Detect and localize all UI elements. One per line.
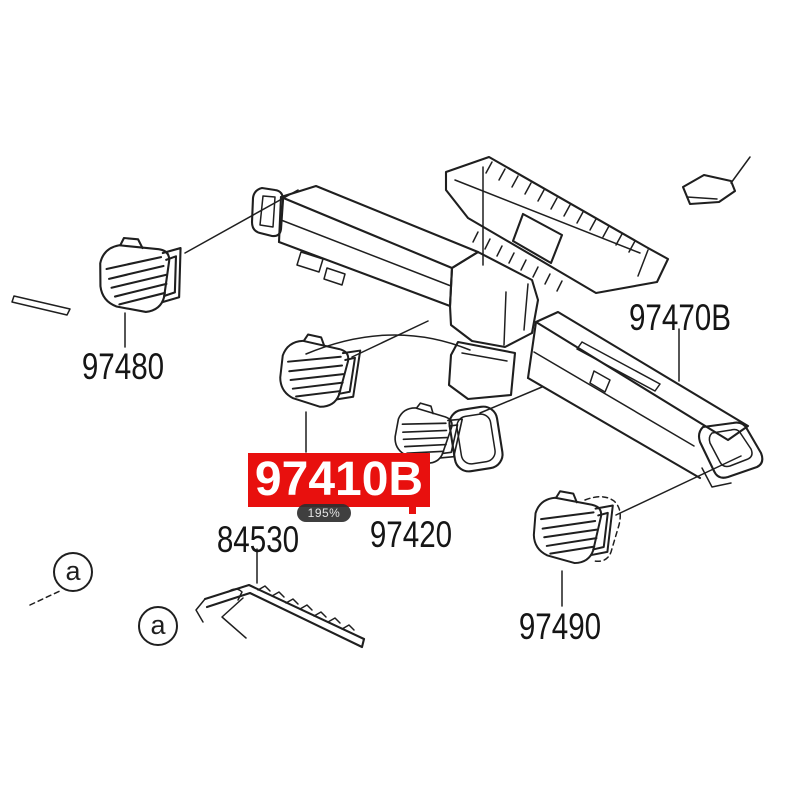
- highlight-pointer-tail: [409, 505, 416, 514]
- part-label-97420[interactable]: 97420: [369, 514, 453, 555]
- highlighted-part-label-97410b[interactable]: 97410B: [248, 453, 430, 507]
- duct-97470b[interactable]: [526, 310, 764, 488]
- vent-97480-part[interactable]: [96, 234, 185, 316]
- vent-97410b-part[interactable]: [277, 331, 363, 411]
- corner-bracket[interactable]: [681, 156, 751, 206]
- vent-97490-part[interactable]: [531, 489, 621, 566]
- defroster-nozzle-assembly[interactable]: [444, 155, 670, 295]
- zoom-level-badge: 195%: [297, 504, 351, 522]
- part-label-97480[interactable]: 97480: [81, 346, 165, 387]
- left-edge-strip: [11, 295, 71, 316]
- part-label-97470b[interactable]: 97470B: [628, 297, 732, 338]
- panel-84530-part[interactable]: [195, 583, 366, 649]
- leader-lines: [29, 189, 742, 607]
- callout-a-2: a: [138, 606, 178, 646]
- main-duct-assembly[interactable]: [250, 184, 540, 401]
- part-label-97490[interactable]: 97490: [518, 606, 602, 647]
- vent-97420-part[interactable]: [391, 399, 504, 473]
- callout-a-1: a: [53, 552, 93, 592]
- part-label-84530[interactable]: 84530: [216, 519, 300, 560]
